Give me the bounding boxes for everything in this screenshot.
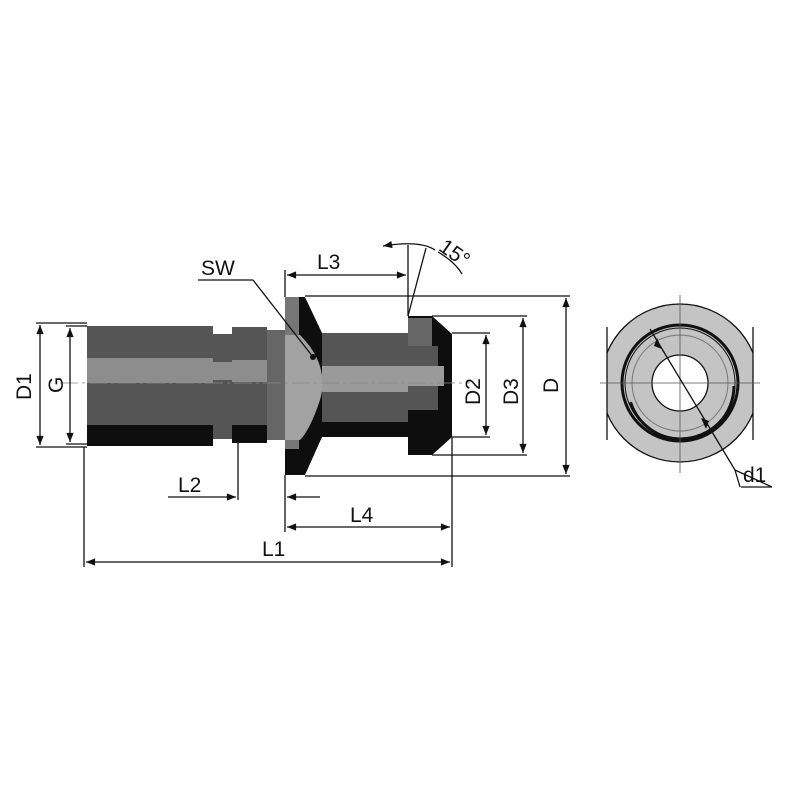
label-sw: SW — [201, 257, 235, 280]
label-l1: L1 — [262, 538, 285, 561]
dimensions — [36, 240, 570, 567]
end-view — [600, 295, 773, 488]
label-l4: L4 — [350, 504, 374, 527]
label-d: D — [540, 378, 563, 393]
label-d3: D3 — [500, 378, 523, 405]
label-angle: 15° — [435, 235, 474, 272]
side-view — [60, 297, 470, 475]
collar — [232, 327, 267, 443]
label-d2: D2 — [462, 378, 485, 405]
label-g: G — [45, 377, 68, 393]
relief-groove — [213, 334, 232, 439]
label-d1-bore: d1 — [743, 464, 766, 487]
label-d1-outer: D1 — [13, 373, 36, 400]
label-l2: L2 — [178, 474, 201, 497]
label-l3: L3 — [317, 251, 340, 274]
